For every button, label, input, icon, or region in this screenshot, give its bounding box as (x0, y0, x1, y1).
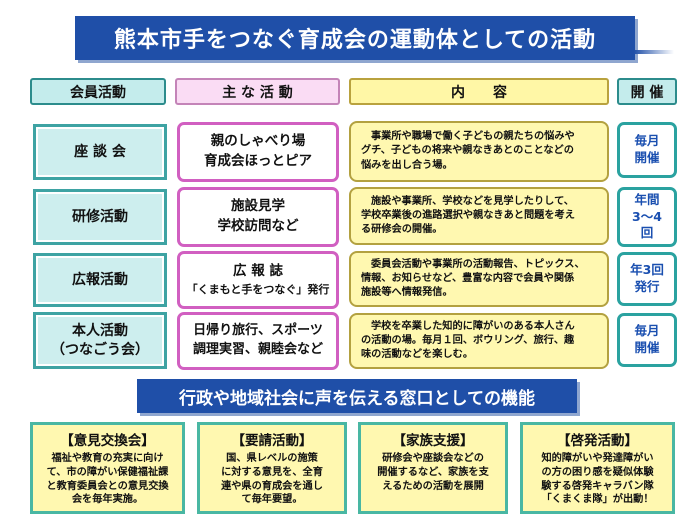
function-line: 開催するなど、家族を支 (377, 466, 489, 478)
frequency-line: 開催 (634, 150, 660, 165)
content-line: 委員会活動や事業所の活動報告、トピックス、 (371, 258, 585, 270)
content-line: る研修会の開催。 (361, 224, 443, 236)
header-content: 内 容 (349, 78, 609, 105)
row-frequency-koho: 年3回 発行 (617, 252, 677, 306)
frequency-line: 回 (640, 225, 654, 241)
activity-line: 施設見学 (231, 198, 285, 215)
content-line: 学校卒業後の進路選択や親なきあと問題を考え (361, 209, 575, 221)
header-frequency: 開 催 (617, 78, 677, 105)
function-line: 福祉や教育の充実に向け (51, 453, 164, 464)
frequency-line: 開催 (634, 340, 660, 355)
header-frequency-label: 開 催 (630, 84, 664, 101)
activity-line: 育成会ほっとピア (204, 153, 312, 169)
frequency-line: 3～4 (632, 208, 662, 224)
function-line: 「くまくま隊」が出動！ (541, 494, 654, 506)
function-line: に対する意見を、全育 (221, 466, 323, 478)
main-title-banner: 熊本市手をつなぐ育成会の運動体としての活動 (75, 16, 635, 60)
content-line: 味の活動などを楽しむ。 (361, 349, 474, 361)
function-awareness: 【啓発活動】 知的障がいや発達障がい の方の困り感を疑似体験 験する啓発キャラバ… (520, 422, 675, 514)
function-line: 会を毎年実施。 (71, 494, 144, 506)
main-title: 熊本市手をつなぐ育成会の運動体としての活動 (113, 28, 597, 53)
title-accent-line (634, 50, 674, 54)
subtitle: 行政や地域社会に声を伝える窓口としての機能 (179, 388, 535, 409)
row-name-kenshu: 研修活動 (33, 189, 167, 245)
row-activity-zadankai: 親のしゃべり場 育成会ほっとピア (177, 122, 339, 182)
content-line: 事業所や職場で働く子どもの親たちの悩みや (371, 131, 575, 143)
content-line: の活動の場。毎月１回、ボウリング、旅行、趣 (361, 334, 575, 346)
content-line: 情報、お知らせなど、豊富な内容で会員や関係 (361, 272, 575, 284)
function-body: 研修会や座談会などの 開催するなど、家族を支 えるための活動を展開 (369, 452, 497, 493)
function-opinion-exchange: 【意見交換会】 福祉や教育の充実に向け て、市の障がい保健福祉課 と教育委員会と… (30, 422, 185, 514)
row-frequency-honnin: 毎月 開催 (617, 313, 677, 367)
row-name-label: （つなごう会） (51, 341, 149, 358)
activity-line: 日帰り旅行、スポーツ (193, 323, 323, 339)
function-title: 【啓発活動】 (557, 433, 638, 449)
row-name-label: 研修活動 (72, 208, 128, 225)
row-name-label: 本人活動 (72, 322, 128, 339)
function-line: て毎年要望。 (241, 494, 303, 506)
row-activity-honnin: 日帰り旅行、スポーツ 調理実習、親睦会など (177, 312, 339, 370)
function-title: 【要請活動】 (231, 433, 313, 449)
function-body: 福祉や教育の充実に向け て、市の障がい保健福祉課 と教育委員会との意見交換 会を… (38, 452, 176, 507)
function-body: 知的障がいや発達障がい の方の困り感を疑似体験 験する啓発キャラバン隊 「くまく… (533, 452, 661, 507)
header-member-activity: 会員活動 (30, 78, 166, 105)
header-main-activity: 主 な 活 動 (175, 78, 340, 105)
frequency-line: 毎月 (634, 323, 660, 339)
activity-line: 広 報 誌 (233, 263, 283, 280)
frequency-line: 年3回 (630, 262, 664, 278)
row-name-label: 広報活動 (72, 271, 128, 288)
row-name-zadankai: 座 談 会 (33, 124, 167, 180)
row-content-koho: 委員会活動や事業所の活動報告、トピックス、 情報、お知らせなど、豊富な内容で会員… (349, 251, 609, 307)
activity-line: 親のしゃべり場 (210, 133, 306, 150)
content-line: 学校を卒業した知的に障がいのある本人さん (371, 320, 575, 332)
row-name-koho: 広報活動 (33, 253, 167, 307)
function-line: 知的障がいや発達障がい (541, 453, 654, 464)
header-main-activity-label: 主 な 活 動 (222, 84, 293, 101)
frequency-line: 発行 (634, 279, 660, 294)
content-line: 悩みを出し合う場。 (361, 159, 453, 171)
header-member-activity-label: 会員活動 (70, 84, 126, 101)
function-petition: 【要請活動】 国、県レベルの施策 に対する意見を、全育 連や県の育成会を通し て… (197, 422, 347, 514)
content-line: グチ、子どもの将来や親なきあとのことなどの (361, 145, 574, 157)
row-name-label: 座 談 会 (74, 143, 126, 160)
header-content-label: 内 容 (451, 84, 507, 101)
activity-line: 調理実習、親睦会など (192, 342, 323, 357)
frequency-line: 毎月 (634, 133, 660, 149)
row-frequency-kenshu: 年間 3～4 回 (617, 187, 677, 247)
row-activity-kenshu: 施設見学 学校訪問など (177, 187, 339, 247)
function-line: 国、県レベルの施策 (226, 453, 318, 464)
function-line: 連や県の育成会を通し (221, 480, 323, 492)
content-line: 施設や事業所、学校などを見学したりして、 (371, 195, 574, 207)
function-line: 験する啓発キャラバン隊 (541, 480, 654, 492)
function-line: て、市の障がい保健福祉課 (46, 466, 169, 478)
row-content-kenshu: 施設や事業所、学校などを見学したりして、 学校卒業後の進路選択や親なきあと問題を… (349, 187, 609, 245)
function-line: の方の困り感を疑似体験 (541, 466, 654, 478)
row-name-honnin: 本人活動 （つなごう会） (33, 312, 167, 369)
row-content-zadankai: 事業所や職場で働く子どもの親たちの悩みや グチ、子どもの将来や親なきあとのことな… (349, 121, 609, 182)
frequency-line: 年間 (634, 191, 660, 207)
row-content-honnin: 学校を卒業した知的に障がいのある本人さん の活動の場。毎月１回、ボウリング、旅行… (349, 313, 609, 369)
content-line: 施設等へ情報発信。 (361, 287, 453, 299)
function-line: えるための活動を展開 (382, 480, 484, 492)
function-title: 【家族支援】 (392, 433, 474, 449)
function-family-support: 【家族支援】 研修会や座談会などの 開催するなど、家族を支 えるための活動を展開 (358, 422, 508, 514)
function-line: 研修会や座談会などの (382, 453, 484, 464)
subtitle-banner: 行政や地域社会に声を伝える窓口としての機能 (137, 379, 577, 413)
function-line: と教育委員会との意見交換 (46, 480, 169, 492)
row-frequency-zadankai: 毎月 開催 (617, 122, 677, 178)
function-title: 【意見交換会】 (60, 433, 155, 449)
activity-line: 「くまもと手をつなぐ」発行 (186, 282, 330, 296)
activity-line: 学校訪問など (217, 218, 299, 234)
row-activity-koho: 広 報 誌 「くまもと手をつなぐ」発行 (177, 251, 339, 309)
function-body: 国、県レベルの施策 に対する意見を、全育 連や県の育成会を通し て毎年要望。 (213, 452, 331, 507)
